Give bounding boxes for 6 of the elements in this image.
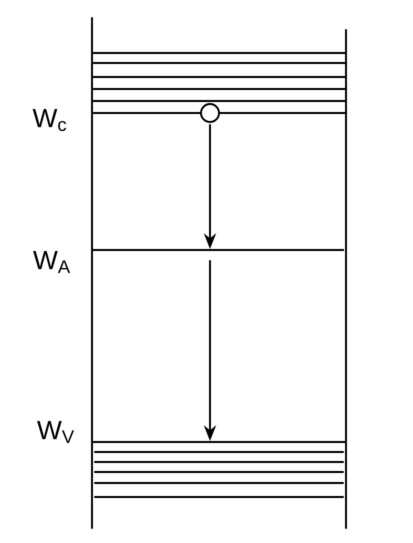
energy-level-line: [92, 441, 346, 443]
energy-level-line: [91, 249, 345, 251]
level-label: W$_{A}$: [33, 250, 70, 274]
electron-circle: [200, 103, 220, 123]
level-label: W$_{c}$: [32, 108, 66, 132]
level-label: W$_{V}$: [37, 420, 74, 444]
